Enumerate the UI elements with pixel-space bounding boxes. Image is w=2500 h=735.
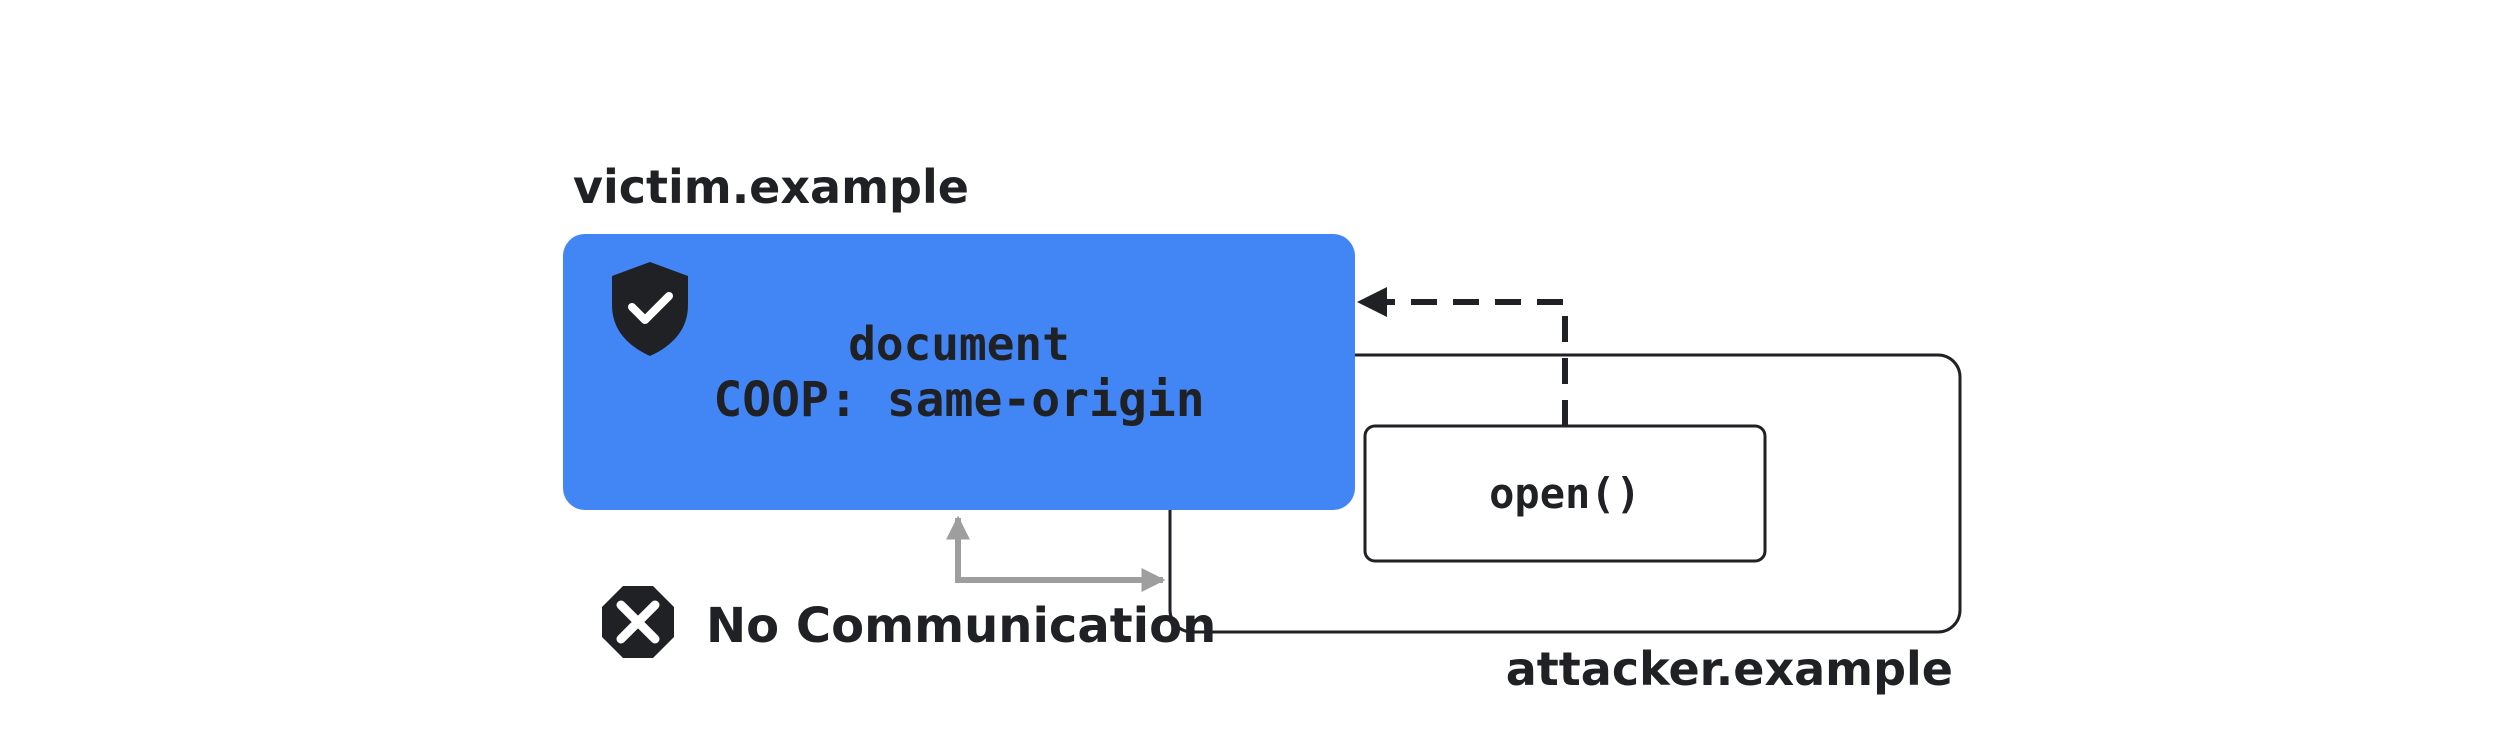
document-label: document bbox=[848, 317, 1070, 371]
open-dashed-arrow bbox=[1357, 287, 1568, 426]
no-communication-label: No Communication bbox=[706, 598, 1216, 654]
coop-header-label: COOP: same-origin bbox=[713, 372, 1204, 428]
shield-check-icon bbox=[612, 262, 688, 356]
open-call-label: open() bbox=[1489, 469, 1641, 518]
octagon-x-icon bbox=[602, 586, 674, 658]
victim-title: victim.example bbox=[573, 160, 969, 214]
attacker-title: attacker.example bbox=[1506, 642, 1953, 696]
victim-document-box bbox=[563, 234, 1355, 510]
no-communication-arrow bbox=[946, 515, 1166, 592]
